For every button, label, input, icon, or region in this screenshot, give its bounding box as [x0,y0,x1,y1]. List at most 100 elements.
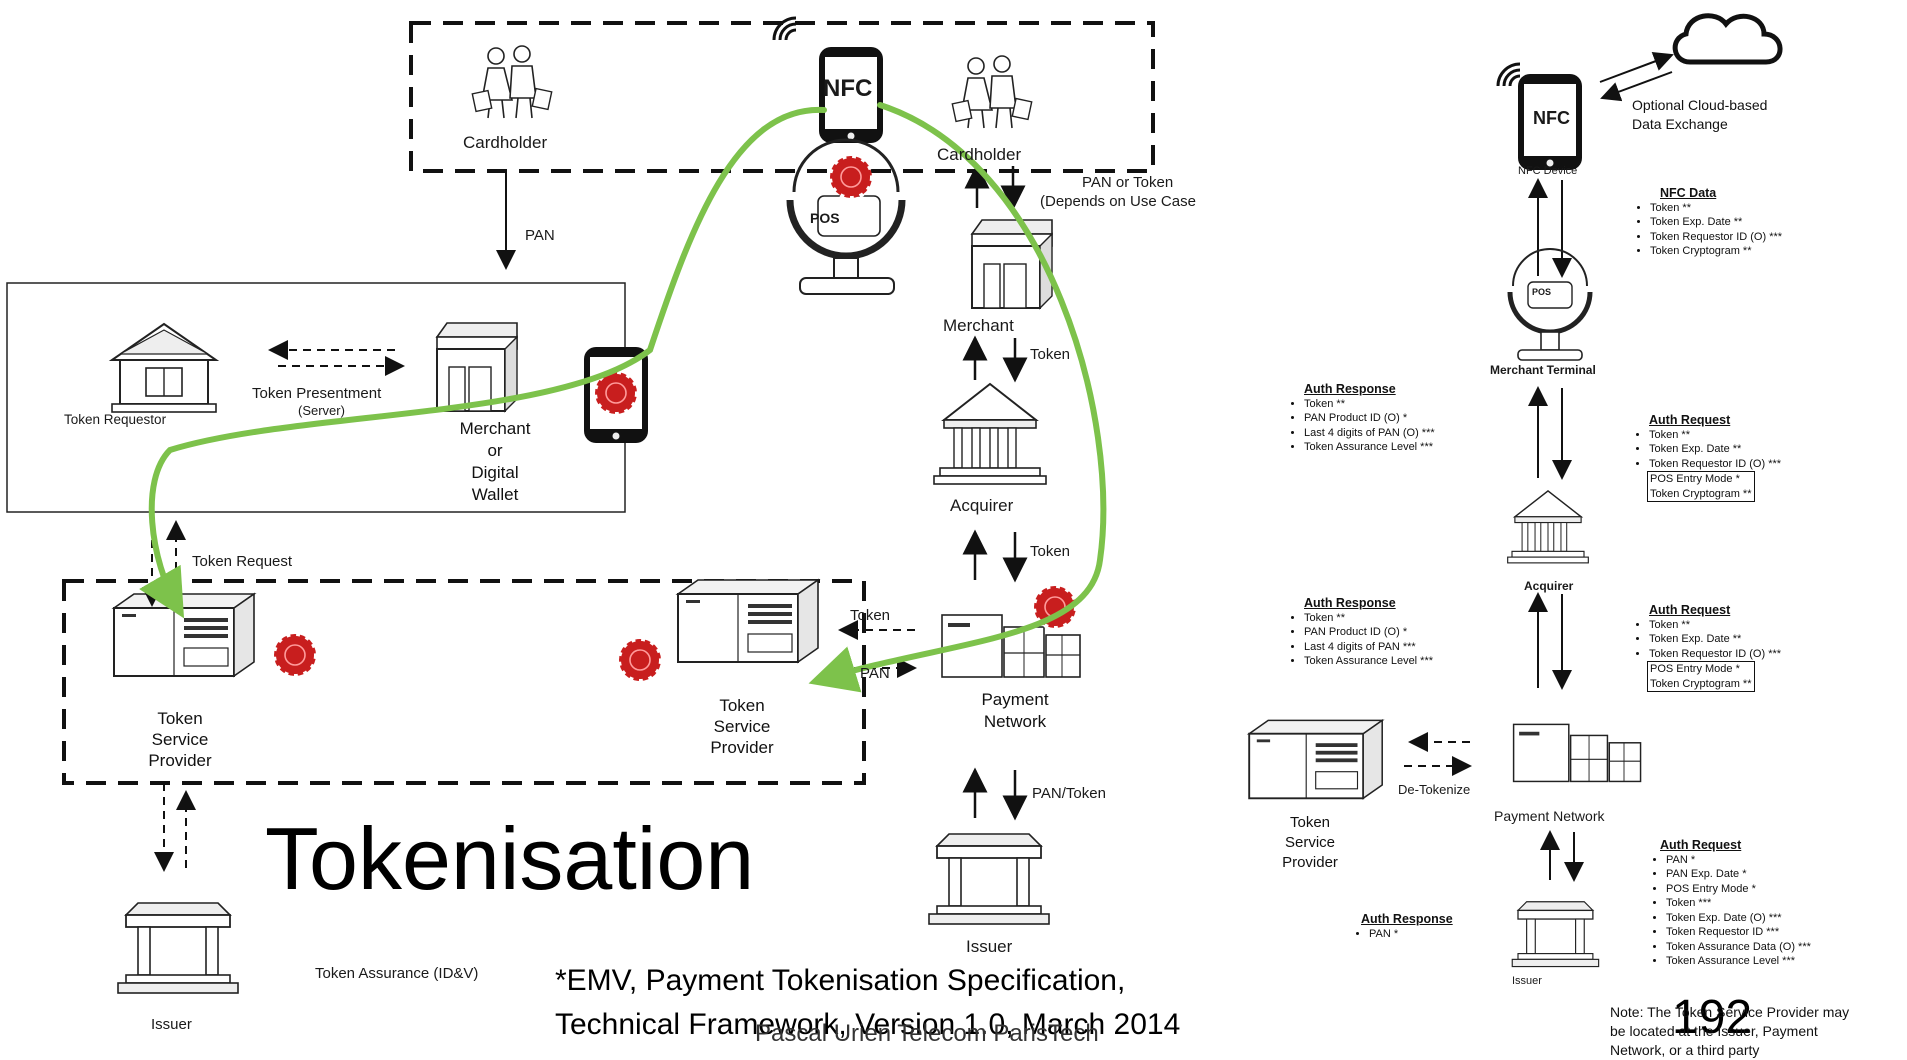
cloud-to-device-arrow [1600,71,1673,102]
tsp-rd-line-1: Token [1289,814,1331,831]
nfc-data-block: NFC Data Token ** Token Exp. Date ** Tok… [1636,186,1782,259]
payment-network-label: Payment Network [955,689,1075,733]
auth-response-block-2: Auth Response Token ** PAN Product ID (O… [1290,596,1433,669]
nfc-device-text: NFC [1533,108,1570,128]
auth-request-block-1: Auth Request Token ** Token Exp. Date **… [1635,413,1781,502]
auth-request-item: Token Assurance Level *** [1666,954,1811,969]
note-line-2: be located at the Issuer, Payment [1610,1023,1818,1039]
nfc-data-heading: NFC Data [1660,186,1717,200]
pan-label: PAN [525,227,555,244]
tsp-right-line-2: Service [713,717,771,736]
merchant-or-wallet-label: Merchant or Digital Wallet [420,418,570,506]
pos-right-label: POS [1532,287,1552,297]
chip-tsp-right-icon [617,637,663,683]
pan-or-token-label: PAN or Token [1082,174,1174,191]
citation-line-2: Technical Framework, Version 1.0, March … [555,1008,1181,1041]
pan-label-network: PAN [860,665,890,682]
issuer-right-label: Issuer [966,937,1013,956]
auth-request-boxed-item: POS Entry Mode * [1650,473,1740,485]
token-assurance-label: Token Assurance (ID&V) [315,965,479,982]
cloud-label: Optional Cloud-based Data Exchange [1632,96,1767,134]
auth-response-heading-3: Auth Response [1361,912,1453,926]
auth-response-item: PAN Product ID (O) * [1304,411,1435,426]
token-presentment-sub-label: (Server) [298,403,345,418]
auth-request-boxed-item: Token Cryptogram ** [1650,487,1752,500]
green-flow-line-left [139,106,827,619]
auth-response-item: PAN Product ID (O) * [1304,625,1433,640]
issuer-left-label: Issuer [151,1016,192,1033]
merchant-or-wallet-line-3: Digital [471,463,519,482]
wifi-right-icon [1496,62,1522,88]
auth-request-block-2: Auth Request Token ** Token Exp. Date **… [1635,603,1781,692]
issuer-left-icon [117,902,239,994]
auth-request-item: Token *** [1666,896,1811,911]
token-requestor-icon [111,323,217,413]
token-service-provider-right-icon [677,579,819,663]
payment-network-line-1: Payment [981,690,1049,709]
tsp-left-line-1: Token [157,709,203,728]
auth-request-item: Token Exp. Date ** [1649,442,1781,457]
token-label-network: Token [850,607,891,624]
token-service-dashed-box [62,579,866,785]
token-presentment-label: Token Presentment [252,385,382,402]
auth-request-heading-1: Auth Request [1649,413,1731,427]
cloud-label-line-2: Data Exchange [1632,116,1728,132]
auth-request-boxed-item: Token Cryptogram ** [1650,677,1752,690]
merchant-or-wallet-line-4: Wallet [471,485,519,504]
pan-token-label: PAN/Token [1032,785,1106,802]
merchant-terminal-icon [1507,248,1593,361]
issuer-right-diagram-label: Issuer [1512,975,1542,987]
auth-request-item: Token Exp. Date (O) *** [1666,911,1811,926]
acquirer-right-icon [1506,490,1590,564]
acquirer-label: Acquirer [950,496,1014,515]
auth-request-item: Token Exp. Date ** [1649,632,1781,647]
auth-response-block-3: Auth Response PAN * [1355,912,1453,941]
cloud-label-line-1: Optional Cloud-based [1632,97,1768,113]
issuer-right-icon [928,833,1050,925]
nfc-data-item: Token ** [1650,201,1782,216]
footer-author: Pascal Urien Telecom ParisTech [755,1020,1099,1047]
auth-response-item: Last 4 digits of PAN (O) *** [1304,426,1435,441]
page-title: Tokenisation [265,809,755,908]
auth-request-item: Token Requestor ID (O) *** [1649,457,1781,472]
token-label-acquirer: Token [1030,543,1071,560]
chip-phone-icon [828,154,874,200]
auth-request-item: Token ** [1649,428,1781,443]
tsp-rd-line-3: Provider [1282,854,1338,871]
auth-response-item: Token Assurance Level *** [1304,440,1435,455]
tsp-right-icon [1248,719,1384,800]
auth-request-item: PAN * [1666,853,1811,868]
auth-request-item: POS Entry Mode * [1666,882,1811,897]
auth-response-item: Last 4 digits of PAN *** [1304,640,1433,655]
page-number: 192 [1672,991,1753,1044]
auth-response-heading-2: Auth Response [1304,596,1396,610]
auth-request-item: PAN Exp. Date * [1666,867,1811,882]
merchant-label: Merchant [943,316,1014,335]
cardholder-right-label: Cardholder [937,145,1022,164]
auth-request-item: Token Assurance Data (O) *** [1666,940,1811,955]
merchant-or-wallet-line-2: or [487,441,503,460]
tsp-right-label: Token Service Provider [672,695,812,758]
auth-response-item: PAN * [1369,927,1453,942]
payment-network-line-2: Network [983,712,1047,731]
token-label-merchant: Token [1030,346,1071,363]
issuer-right-diagram-icon [1511,901,1600,968]
pos-terminal-icon [786,138,906,295]
merchant-or-wallet-line-1: Merchant [459,419,531,438]
token-service-provider-left-icon [113,593,255,677]
auth-request-boxed-item: POS Entry Mode * [1650,663,1740,675]
tsp-right-diagram-label: Token Service Provider [1250,813,1370,873]
auth-response-heading-1: Auth Response [1304,382,1396,396]
cardholder-left-icon [471,45,553,119]
auth-request-item: Token ** [1649,618,1781,633]
auth-response-item: Token ** [1304,397,1435,412]
nfc-device-label: NFC Device [1518,165,1578,177]
pos-label: POS [810,210,840,226]
token-request-label: Token Request [192,553,293,570]
tsp-left-label: Token Service Provider [110,708,250,771]
de-tokenize-label: De-Tokenize [1398,782,1471,797]
payment-network-right-label: Payment Network [1494,808,1605,824]
tsp-rd-line-2: Service [1284,834,1336,851]
cardholder-right-icon [951,55,1033,129]
